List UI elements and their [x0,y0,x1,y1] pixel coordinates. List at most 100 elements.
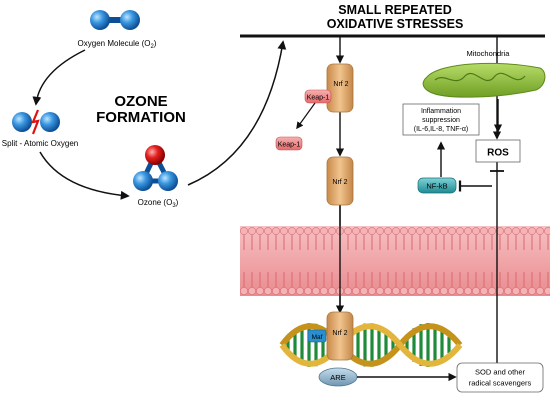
ros-label: ROS [487,148,509,159]
cell-membrane [240,226,550,296]
ozone-formation-title-line1: OZONE [114,93,167,110]
lipid-head [320,227,328,235]
lipid-head [536,287,544,295]
lipid-head [288,227,296,235]
split-bolt-icon [31,109,40,135]
oxygen-molecule [90,10,140,30]
lipid-head [384,227,392,235]
lipid-head [440,227,448,235]
lipid-head [352,227,360,235]
ozone-formation-title-line2: FORMATION [96,109,186,126]
lipid-head [464,227,472,235]
lipid-head [288,287,296,295]
lipid-head [432,227,440,235]
lipid-head [280,287,288,295]
stress-header-line2: OXIDATIVE STRESSES [327,17,464,31]
lipid-head [520,287,528,295]
arrow-ozone-to-stress [187,40,287,186]
lipid-head [392,227,400,235]
lipid-head [472,287,480,295]
lipid-head [456,287,464,295]
dna-helix [279,323,463,367]
lipid-head [384,287,392,295]
keap1-free: Keap-1 [275,136,303,151]
lipid-head [408,287,416,295]
lipid-head [400,227,408,235]
lipid-head [248,287,256,295]
lipid-head [328,227,336,235]
lipid-head [528,287,536,295]
lipid-head [448,227,456,235]
lipid-head [240,227,248,235]
lipid-head [448,287,456,295]
ros-box: ROS [475,139,521,163]
lipid-head [512,227,520,235]
lipid-head [264,227,272,235]
lipid-head [304,287,312,295]
lipid-head [544,227,550,235]
lipid-head [480,287,488,295]
lipid-head [352,287,360,295]
nrf2-maf-complex: Nrf 2 Maf [307,311,354,361]
lipid-head [296,287,304,295]
lipid-head [256,227,264,235]
lipid-head [512,287,520,295]
lipid-head [272,287,280,295]
keap1-label-bound: Keap-1 [307,95,330,102]
lipid-head [296,227,304,235]
nfkb-box: NF-kB [417,177,457,194]
lipid-head [504,227,512,235]
lipid-head [376,287,384,295]
lipid-head [248,227,256,235]
lipid-head [280,227,288,235]
lipid-head [312,227,320,235]
lipid-head [368,287,376,295]
lipid-head [392,287,400,295]
are-label: ARE [330,373,345,382]
lipid-head [440,287,448,295]
nfkb-label: NF-kB [426,182,447,191]
lipid-head [464,287,472,295]
lipid-head [368,227,376,235]
lipid-head [536,227,544,235]
inflammation-line1: Inflammation [421,108,461,115]
lipid-head [416,287,424,295]
oxygen-molecule-label: Oxygen Molecule (O2) [78,39,157,50]
lipid-head [504,287,512,295]
mitochondria [422,62,546,98]
sod-line2: radical scavengers [469,379,532,388]
lipid-head [400,287,408,295]
lipid-head [320,287,328,295]
lipid-head [344,227,352,235]
nrf2-label-top: Nrf 2 [333,81,348,88]
ozone-molecule [133,145,178,191]
stress-header-line1: SMALL REPEATED [338,3,451,17]
sod-box: SOD and other radical scavengers [456,362,544,393]
nrf2-label-mid: Nrf 2 [332,179,347,186]
lipid-head [408,227,416,235]
sod-line1: SOD and other [475,368,526,377]
inflammation-line2: suppression [422,117,460,124]
are-element: ARE [318,367,358,387]
lipid-head [544,287,550,295]
maf-label: Maf [312,334,323,341]
nrf2-free: Nrf 2 [326,156,354,206]
lipid-head [480,227,488,235]
lipid-head [528,227,536,235]
lipid-head [240,287,248,295]
lipid-head [472,227,480,235]
atomic-oxygen-label: Split - Atomic Oxygen [2,139,78,148]
lipid-head [360,287,368,295]
mitochondria-label: Mitochondria [467,49,511,58]
lipid-head [328,287,336,295]
lipid-head [344,287,352,295]
arrow-atomic-to-ozone [39,151,130,200]
ozone-label: Ozone (O3) [138,198,179,209]
lipid-head [520,227,528,235]
inflammation-line3: (IL-6,IL-8, TNF-α) [414,126,468,133]
arrow-keap1-release [296,102,316,130]
inflammation-box: Inflammation suppression (IL-6,IL-8, TNF… [402,103,480,136]
keap1-label-free: Keap-1 [278,142,301,149]
lipid-head [376,227,384,235]
nrf2-keap1-complex: Nrf 2 Keap-1 [304,63,354,113]
